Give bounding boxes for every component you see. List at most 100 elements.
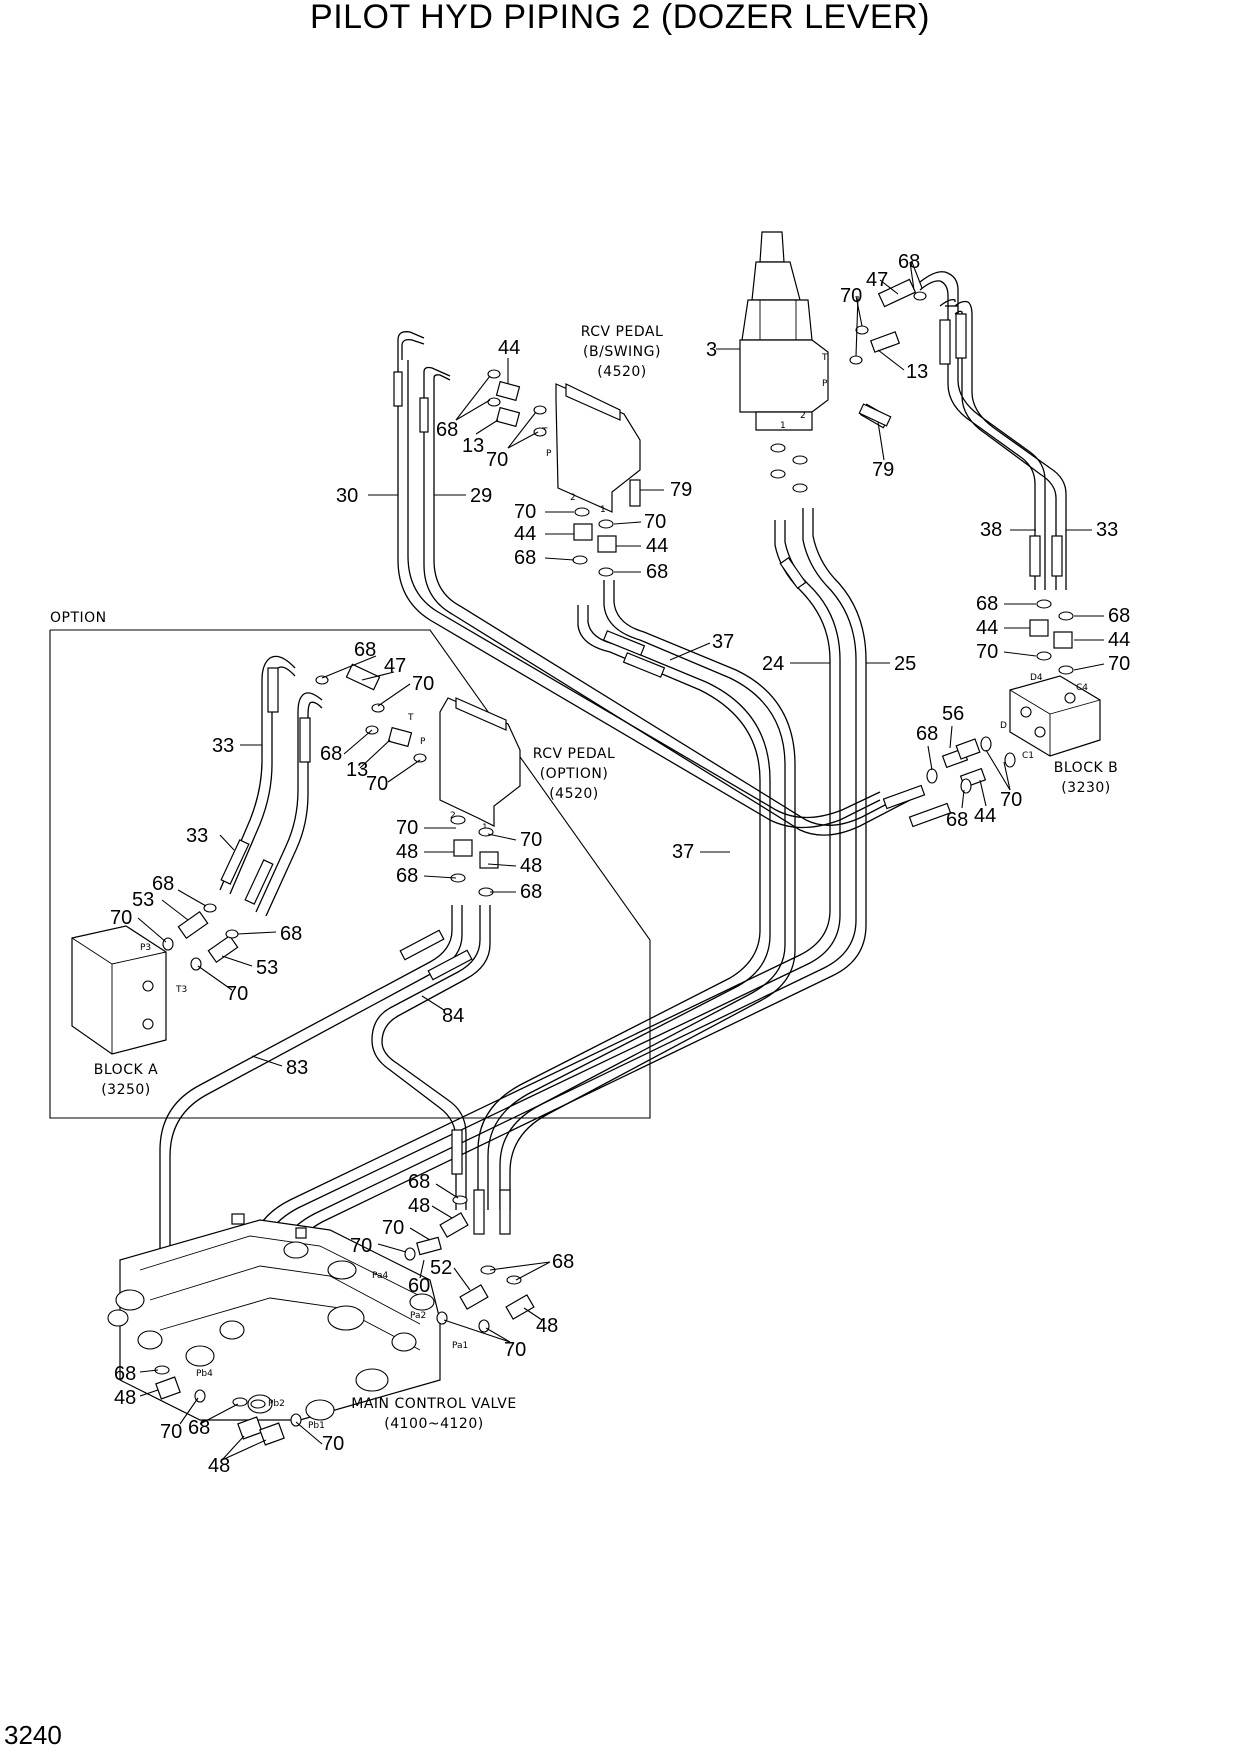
rcv-bswing-code: (4520)	[597, 364, 647, 380]
callout-44-rcv2: 44	[514, 523, 536, 545]
callout-68-b3: 68	[916, 723, 938, 745]
callout-48-m4: 48	[208, 1455, 230, 1477]
callout-48-m1: 48	[408, 1195, 430, 1217]
port-pa1: Pa1	[452, 1341, 468, 1351]
callout-84: 84	[442, 1005, 464, 1027]
callout-37-mid: 37	[672, 841, 694, 863]
component-labels: RCV PEDAL (B/SWING) (4520) RCV PEDAL (OP…	[533, 324, 663, 802]
callout-70-b2: 70	[1108, 653, 1130, 675]
port-p-lever: P	[822, 379, 828, 389]
block-b-label: BLOCK B	[1054, 760, 1118, 776]
callout-70-b1: 70	[976, 641, 998, 663]
fittings	[155, 278, 1073, 1446]
callout-83: 83	[286, 1057, 308, 1079]
port-t-option: T	[407, 713, 414, 723]
callout-24: 24	[762, 653, 784, 675]
callout-37-top: 37	[712, 631, 734, 653]
callout-70-o2: 70	[520, 829, 542, 851]
port-p-option: P	[420, 737, 426, 747]
callout-70-opt: 70	[412, 673, 434, 695]
callout-70-m2: 70	[350, 1235, 372, 1257]
callout-48-o2: 48	[520, 855, 542, 877]
callout-44-rcv3: 44	[646, 535, 668, 557]
callout-79-rcv: 79	[670, 479, 692, 501]
callout-70-a1: 70	[110, 907, 132, 929]
page-number: 3240	[4, 1720, 62, 1750]
page-title: PILOT HYD PIPING 2 (DOZER LEVER)	[310, 0, 930, 36]
callout-68-a2: 68	[280, 923, 302, 945]
port-pa2: Pa2	[410, 1311, 426, 1321]
o-rings	[154, 291, 1074, 1427]
callout-70-m1: 70	[382, 1217, 404, 1239]
mcv-code: (4100~4120)	[384, 1416, 483, 1432]
callout-60: 60	[408, 1275, 430, 1297]
callout-44-b1: 44	[976, 617, 998, 639]
callout-70-m5: 70	[322, 1433, 344, 1455]
callouts: 3 68 47 70 13 79 44 68 13 70 79 30 29 70…	[110, 251, 1130, 1477]
port-pa4: Pa4	[372, 1271, 389, 1281]
port-1-lever: 1	[780, 421, 786, 431]
block-b-code: (3230)	[1061, 780, 1111, 796]
callout-70-rcv2: 70	[514, 501, 536, 523]
callout-25: 25	[894, 653, 916, 675]
callout-44-b3: 44	[974, 805, 996, 827]
port-c4: C4	[1076, 683, 1088, 693]
callout-3: 3	[706, 339, 717, 361]
callout-68-m2: 68	[552, 1251, 574, 1273]
callout-68-rcv2: 68	[514, 547, 536, 569]
callout-70-ctl: 70	[840, 285, 862, 307]
block-a-code: (3250)	[101, 1082, 151, 1098]
callout-68-opt2: 68	[320, 743, 342, 765]
port-2-lever: 2	[800, 411, 806, 421]
callout-70-a2: 70	[226, 983, 248, 1005]
callout-53-a1: 53	[132, 889, 154, 911]
callout-68-ctl: 68	[898, 251, 920, 273]
block-b: D4 C4 D C1 BLOCK B (3230)	[1000, 673, 1118, 796]
option-box: OPTION	[49, 610, 651, 1119]
port-d4: D4	[1030, 673, 1043, 683]
callout-70-rcv: 70	[486, 449, 508, 471]
port-2-option: 2	[450, 811, 456, 821]
callout-70-o1: 70	[396, 817, 418, 839]
callout-44-rcv: 44	[498, 337, 520, 359]
callout-70-b3: 70	[1000, 789, 1022, 811]
callout-56: 56	[942, 703, 964, 725]
callout-68-a1: 68	[152, 873, 174, 895]
callout-48-m3: 48	[114, 1387, 136, 1409]
callout-13-rcv: 13	[462, 435, 484, 457]
port-t-lever: T	[821, 353, 828, 363]
control-lever: T P 1 2	[739, 231, 829, 431]
rcv-option-code: (4520)	[549, 786, 599, 802]
callout-48-m2: 48	[536, 1315, 558, 1337]
callout-53-a2: 53	[256, 957, 278, 979]
port-p-bswing: P	[546, 449, 552, 459]
callout-30: 30	[336, 485, 358, 507]
port-pb2: Pb2	[268, 1399, 285, 1409]
callout-68-m4: 68	[188, 1417, 210, 1439]
option-label: OPTION	[50, 610, 107, 626]
callout-38: 38	[980, 519, 1002, 541]
rcv-pedal-bswing: 2 1 T P	[541, 383, 641, 515]
callout-68-b4: 68	[946, 809, 968, 831]
callout-70-rcv3: 70	[644, 511, 666, 533]
callout-70-m3: 70	[504, 1339, 526, 1361]
callout-68-o2: 68	[520, 881, 542, 903]
callout-68-opt: 68	[354, 639, 376, 661]
callout-33-right: 33	[1096, 519, 1118, 541]
port-c1: C1	[1022, 751, 1034, 761]
callout-68-b2: 68	[1108, 605, 1130, 627]
callout-29: 29	[470, 485, 492, 507]
rcv-pedal-option: 2 1 T P	[407, 697, 521, 833]
rcv-option-label: RCV PEDAL	[533, 746, 616, 762]
callout-47-ctl: 47	[866, 269, 888, 291]
block-a: P3 T3 BLOCK A (3250)	[71, 925, 187, 1098]
port-1-bswing: 1	[600, 505, 606, 515]
callout-70-m4: 70	[160, 1421, 182, 1443]
callout-68-m1: 68	[408, 1171, 430, 1193]
callout-70-opt2: 70	[366, 773, 388, 795]
callout-33-opt2: 33	[186, 825, 208, 847]
callout-13-ctl: 13	[906, 361, 928, 383]
callout-68-rcv3: 68	[646, 561, 668, 583]
callout-44-b2: 44	[1108, 629, 1130, 651]
